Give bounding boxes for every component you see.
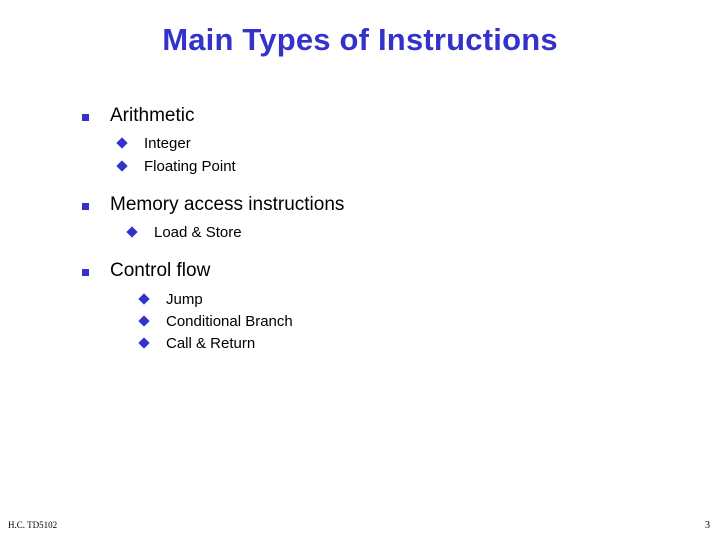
diamond-bullet-icon: [138, 293, 150, 305]
diamond-bullet-icon: [138, 337, 150, 349]
bullet-level2: Load & Store: [72, 223, 672, 242]
bullet-level2: Integer: [72, 134, 672, 153]
square-bullet-icon: [82, 202, 89, 210]
bullet-level2-label: Floating Point: [144, 157, 236, 175]
bullet-level2-label: Load & Store: [154, 224, 242, 242]
diamond-bullet-icon: [138, 315, 150, 327]
bullet-level2-label: Integer: [144, 135, 191, 153]
sub-bullet-group: Load & Store: [72, 223, 672, 242]
square-bullet-icon: [82, 114, 89, 121]
bullet-level2: Jump: [72, 290, 672, 309]
sub-bullet-group: Integer Floating Point: [72, 134, 672, 175]
bullet-level2-label: Call & Return: [166, 335, 256, 353]
bullet-level2: Floating Point: [72, 157, 672, 176]
bullet-level2-label: Conditional Branch: [166, 312, 293, 330]
footer-course-label: H.C. TD5102: [8, 520, 58, 530]
sub-bullet-group: Jump Conditional Branch Call & Return: [72, 290, 672, 354]
bullet-level1-label: Control flow: [110, 260, 211, 282]
bullet-level1: Control flow: [72, 260, 672, 282]
bullet-level2-label: Jump: [166, 290, 203, 308]
diamond-bullet-icon: [116, 159, 128, 172]
diamond-bullet-icon: [116, 137, 128, 150]
bullet-level1-label: Arithmetic: [110, 105, 195, 126]
diamond-bullet-icon: [126, 226, 138, 238]
bullet-level1-label: Memory access instructions: [110, 193, 345, 215]
bullet-level1: Memory access instructions: [72, 194, 672, 216]
bullet-level1: Arithmetic: [72, 105, 672, 127]
page-title: Main Types of Instructions: [162, 22, 558, 57]
bullet-level2: Conditional Branch: [72, 312, 672, 331]
bullet-level2: Call & Return: [72, 334, 672, 353]
slide-body: Arithmetic Integer Floating Point Memory…: [72, 105, 672, 371]
slide-number: 3: [705, 520, 710, 531]
square-bullet-icon: [82, 269, 89, 277]
